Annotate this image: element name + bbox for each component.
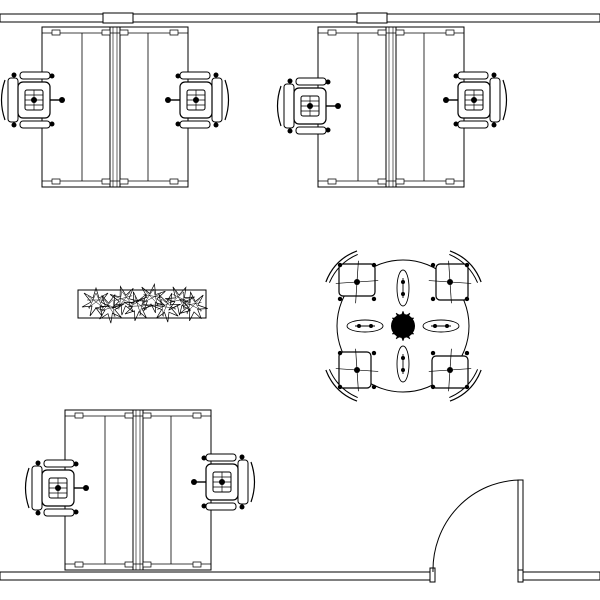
place-setting [346,319,384,333]
wall-bottom [0,572,600,580]
place-setting [396,269,410,307]
place-setting [396,345,410,383]
workstation-2 [276,26,508,188]
desk-pair [41,26,189,188]
workstation-3 [24,409,256,571]
centerpiece-flower-icon [391,311,415,341]
planter [78,281,210,327]
place-setting [422,319,460,333]
workstation-1 [0,26,230,188]
wall-top [0,13,600,23]
round-table [318,243,489,409]
door [430,480,523,582]
